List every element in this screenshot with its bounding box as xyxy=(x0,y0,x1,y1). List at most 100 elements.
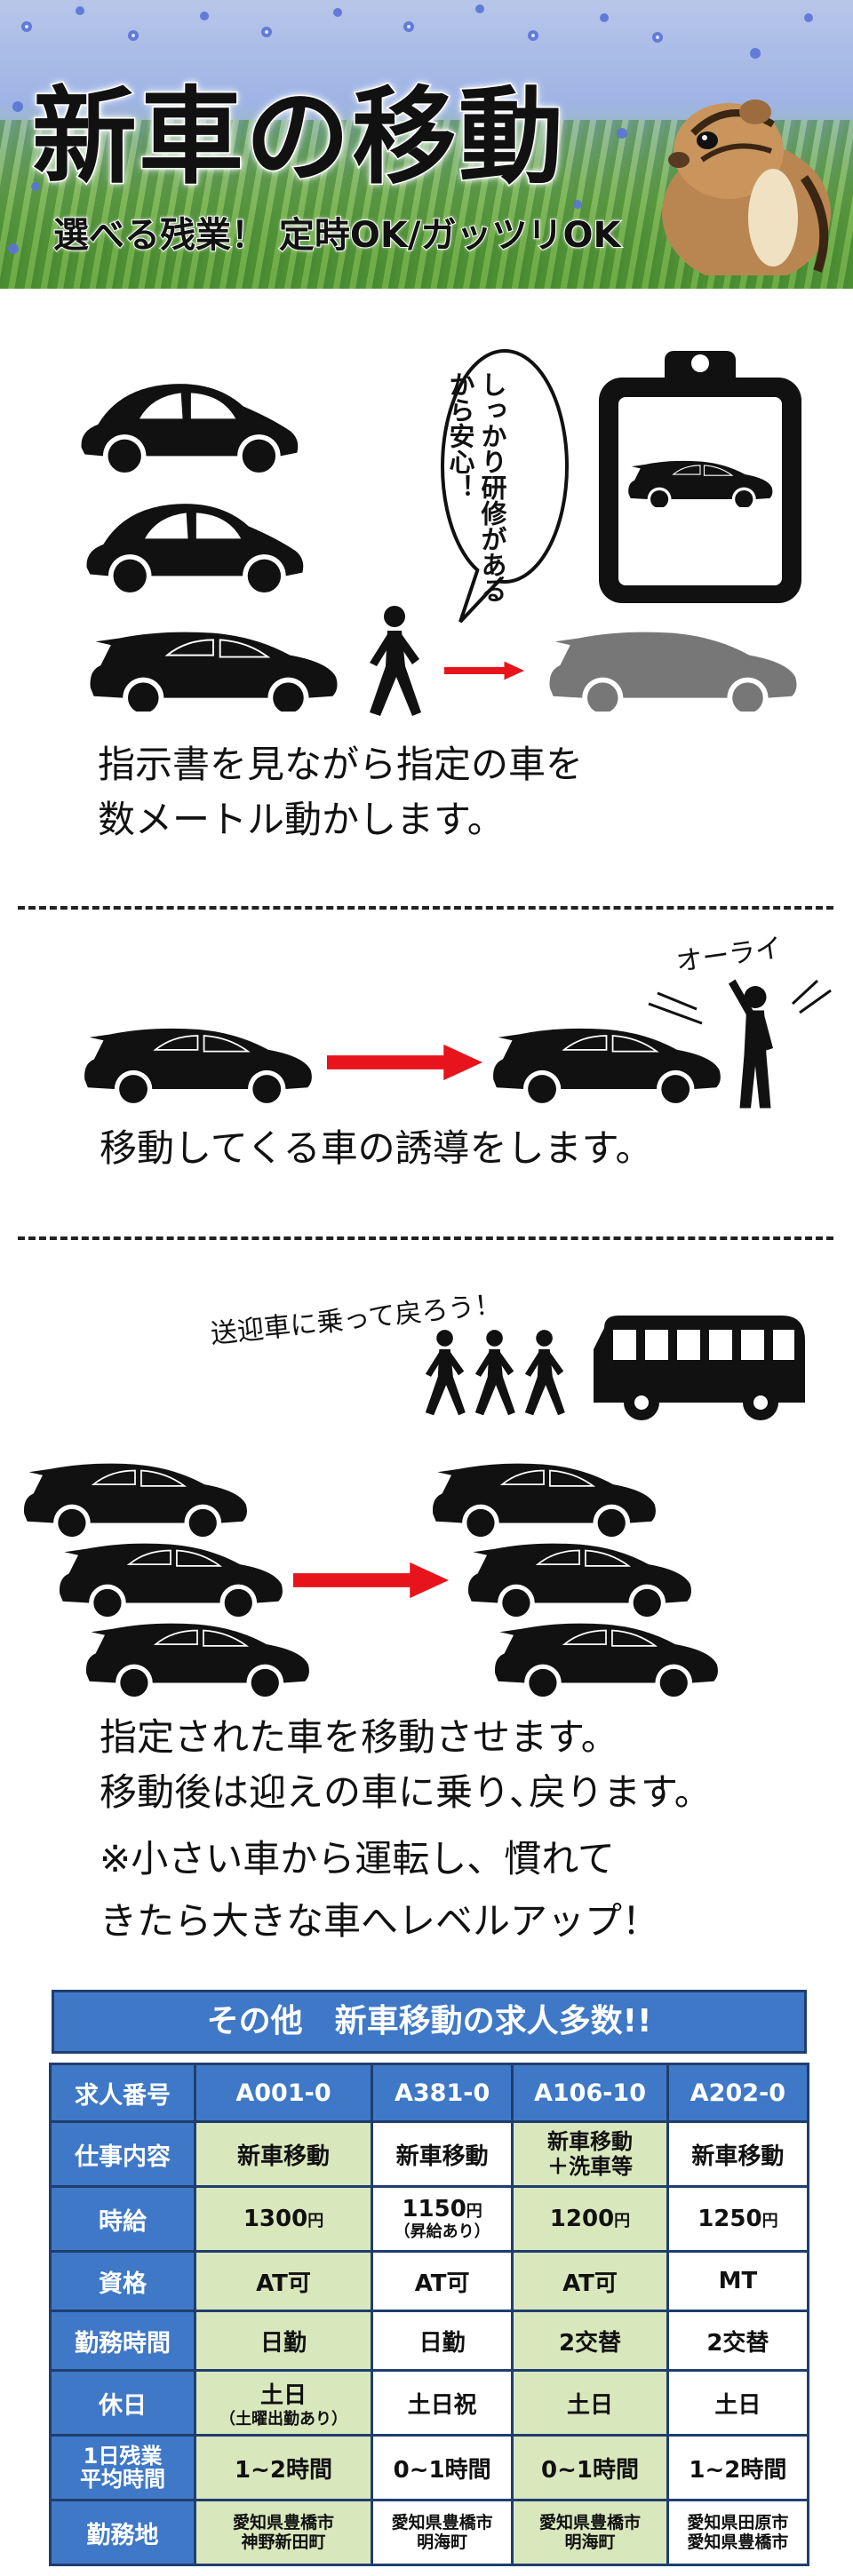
table-row: 資格 AT可 AT可 AT可 MT xyxy=(52,2253,807,2310)
table-row: 時給 1300円 1150円 （昇給あり） 1200円 1250円 xyxy=(52,2188,807,2250)
row-label-overtime-line2: 平均時間 xyxy=(80,2467,165,2492)
hours-cell: 日勤 xyxy=(196,2312,371,2369)
page-subtitle: 選べる残業！ 定時OK/ガッツリOK xyxy=(52,214,622,257)
sedan-car-icon xyxy=(428,1457,659,1537)
location-line2: 愛知県豊橋市 xyxy=(687,2532,789,2552)
overtime-cell: 1~2時間 xyxy=(196,2437,371,2499)
table-row: 勤務地 愛知県豊橋市 神野新田町 愛知県豊橋市 明海町 愛知県豊橋市 明海町 愛… xyxy=(52,2501,807,2564)
beetle-car-icon xyxy=(73,373,306,473)
job-id-cell: A202-0 xyxy=(668,2065,807,2120)
overtime-cell: 0~1時間 xyxy=(373,2437,512,2499)
section2-caption: 移動してくる車の誘導をします。 xyxy=(100,1126,653,1170)
pay-cell: 1200円 xyxy=(514,2188,666,2250)
job-content-cell: 新車移動 xyxy=(373,2123,512,2185)
hours-cell: 2交替 xyxy=(514,2312,666,2369)
job-id-cell: A381-0 xyxy=(373,2065,512,2120)
pay-value: 1150 xyxy=(402,2196,466,2222)
jobs-table: 求人番号 A001-0 A381-0 A106-10 A202-0 仕事内容 新… xyxy=(49,2063,809,2566)
speech-bubble-shape xyxy=(441,349,569,624)
sedan-car-icon xyxy=(489,1022,724,1103)
license-cell: MT xyxy=(668,2253,807,2310)
hours-cell: 2交替 xyxy=(668,2312,807,2369)
sedan-car-icon xyxy=(20,1457,251,1537)
sedan-car-icon xyxy=(55,1537,286,1617)
sedan-car-icon xyxy=(80,1022,315,1103)
chipmunk-image xyxy=(662,99,831,275)
speech-bubble-text: しっかり研修があるから安心！ xyxy=(445,371,507,603)
holiday-cell: 土日 （土曜出勤あり） xyxy=(196,2372,371,2434)
job-content-line2: ＋洗車等 xyxy=(546,2154,633,2179)
row-label-pay: 時給 xyxy=(52,2188,194,2250)
location-line1: 愛知県豊橋市 xyxy=(391,2513,493,2532)
pay-note: （昇給あり） xyxy=(394,2222,490,2241)
pay-unit: 円 xyxy=(761,2212,778,2230)
row-label-location: 勤務地 xyxy=(52,2501,194,2564)
red-arrow-icon xyxy=(293,1559,449,1602)
holiday-cell: 土日 xyxy=(668,2372,807,2434)
hours-cell: 日勤 xyxy=(373,2312,512,2369)
pay-value: 1250 xyxy=(698,2206,762,2232)
walking-person-icon xyxy=(357,604,428,720)
section-divider xyxy=(18,1236,833,1240)
license-cell: AT可 xyxy=(196,2253,371,2310)
waving-person-icon xyxy=(729,979,773,1109)
pay-cell: 1150円 （昇給あり） xyxy=(373,2188,512,2250)
row-label-id: 求人番号 xyxy=(52,2065,194,2120)
pay-cell: 1300円 xyxy=(196,2188,371,2250)
section1-caption-line1: 指示書を見ながら指定の車を xyxy=(98,743,584,786)
location-line2: 神野新田町 xyxy=(241,2532,326,2552)
table-row: 仕事内容 新車移動 新車移動 新車移動 ＋洗車等 新車移動 xyxy=(52,2123,807,2185)
license-cell: AT可 xyxy=(373,2253,512,2310)
shuttle-bus-icon xyxy=(594,1316,805,1420)
pay-unit: 円 xyxy=(307,2212,324,2230)
holiday-cell: 土日祝 xyxy=(373,2372,512,2434)
table-row: 勤務時間 日勤 日勤 2交替 2交替 xyxy=(52,2312,807,2369)
location-cell: 愛知県豊橋市 神野新田町 xyxy=(196,2501,371,2564)
red-arrow-icon xyxy=(444,653,524,688)
overtime-cell: 0~1時間 xyxy=(514,2437,666,2499)
row-label-holiday: 休日 xyxy=(52,2372,194,2434)
page-title: 新車の移動 xyxy=(30,75,566,200)
hero-banner: 新車の移動 選べる残業！ 定時OK/ガッツリOK xyxy=(0,0,853,289)
shout-lines xyxy=(648,979,832,1025)
beetle-car-icon xyxy=(78,493,311,592)
section3-caption-line3: ※小さい車から運転し、慣れて xyxy=(100,1837,615,1880)
gray-sedan-icon xyxy=(549,632,797,712)
row-label-license: 資格 xyxy=(52,2253,194,2310)
job-id-cell: A001-0 xyxy=(196,2065,371,2120)
pay-unit: 円 xyxy=(614,2212,631,2230)
section3-caption-line2: 移動後は迎えの車に乗り､戻ります。 xyxy=(100,1770,712,1814)
sedan-car-icon xyxy=(84,626,342,712)
job-content-cell: 新車移動 ＋洗車等 xyxy=(514,2123,666,2185)
job-content-cell: 新車移動 xyxy=(196,2123,371,2185)
red-arrow-icon xyxy=(327,1041,482,1084)
holiday-note: （土曜出勤あり） xyxy=(219,2409,347,2429)
row-label-job: 仕事内容 xyxy=(52,2123,194,2185)
pay-cell: 1250円 xyxy=(668,2188,807,2250)
job-id-cell: A106-10 xyxy=(514,2065,666,2120)
row-label-overtime: 1日残業 平均時間 xyxy=(52,2437,194,2499)
overtime-cell: 1~2時間 xyxy=(668,2437,807,2499)
holiday-cell: 土日 xyxy=(514,2372,666,2434)
row-label-hours: 勤務時間 xyxy=(52,2312,194,2369)
clipboard-icon xyxy=(599,351,801,603)
location-cell: 愛知県豊橋市 明海町 xyxy=(373,2501,512,2564)
location-line1: 愛知県田原市 xyxy=(687,2513,789,2532)
location-cell: 愛知県田原市 愛知県豊橋市 xyxy=(668,2501,807,2564)
table-row: 1日残業 平均時間 1~2時間 0~1時間 0~1時間 1~2時間 xyxy=(52,2437,807,2499)
section1-caption-line2: 数メートル動かします。 xyxy=(98,798,505,841)
jobs-table-section: その他 新車移動の求人多数!! 求人番号 A001-0 A381-0 A106-… xyxy=(49,1990,809,2566)
job-content-line1: 新車移動 xyxy=(546,2129,633,2154)
location-line2: 明海町 xyxy=(417,2532,468,2552)
table-title: その他 新車移動の求人多数!! xyxy=(52,1990,807,2054)
license-cell: AT可 xyxy=(514,2253,666,2310)
pay-value: 1200 xyxy=(549,2206,615,2232)
section3-caption-line4: きたら大きな車へレベルアップ！ xyxy=(100,1899,660,1943)
location-line1: 愛知県豊橋市 xyxy=(233,2513,335,2532)
table-row: 求人番号 A001-0 A381-0 A106-10 A202-0 xyxy=(52,2065,807,2120)
pay-value: 1300 xyxy=(243,2206,308,2232)
location-line2: 明海町 xyxy=(564,2532,616,2552)
sedan-car-icon xyxy=(490,1617,721,1697)
pay-unit: 円 xyxy=(466,2202,482,2221)
table-row: 休日 土日 （土曜出勤あり） 土日祝 土日 土日 xyxy=(52,2372,807,2434)
